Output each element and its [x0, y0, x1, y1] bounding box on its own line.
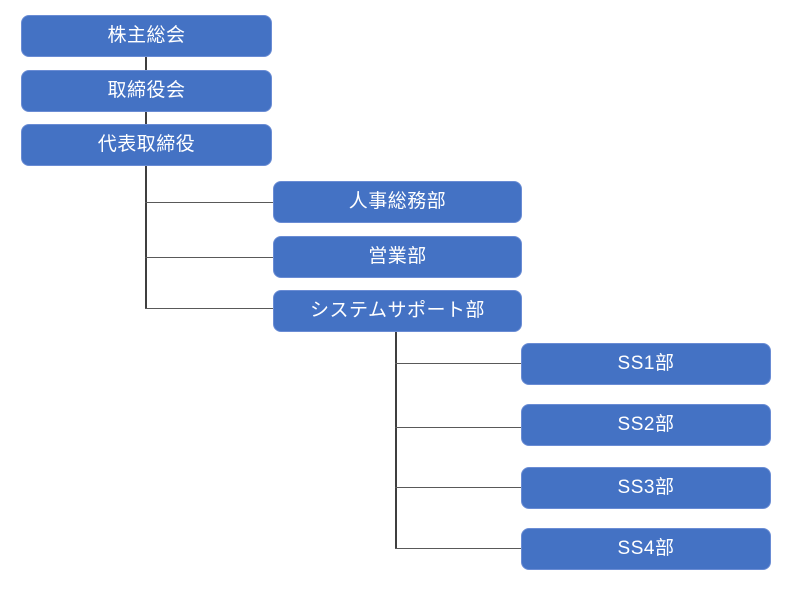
connector-branch-ss2: [395, 427, 522, 428]
connector-branch-sales: [145, 257, 274, 258]
node-system-support[interactable]: システムサポート部: [273, 290, 522, 332]
connector-shareholders-to-board: [145, 56, 147, 71]
node-sales[interactable]: 営業部: [273, 236, 522, 278]
node-ss1[interactable]: SS1部: [521, 343, 771, 385]
node-shareholders-meeting[interactable]: 株主総会: [21, 15, 272, 57]
connector-branch-system-support: [145, 308, 274, 309]
node-hr-general-affairs[interactable]: 人事総務部: [273, 181, 522, 223]
connector-branch-hr-general-affairs: [145, 202, 274, 203]
node-board-of-directors[interactable]: 取締役会: [21, 70, 272, 112]
node-representative-director[interactable]: 代表取締役: [21, 124, 272, 166]
connector-branch-ss1: [395, 363, 522, 364]
connector-board-to-representative: [145, 111, 147, 125]
connector-branch-ss4: [395, 548, 522, 549]
connector-trunk-system-support: [395, 330, 397, 549]
node-ss3[interactable]: SS3部: [521, 467, 771, 509]
node-ss2[interactable]: SS2部: [521, 404, 771, 446]
node-ss4[interactable]: SS4部: [521, 528, 771, 570]
connector-branch-ss3: [395, 487, 522, 488]
connector-trunk-representative: [145, 166, 147, 309]
